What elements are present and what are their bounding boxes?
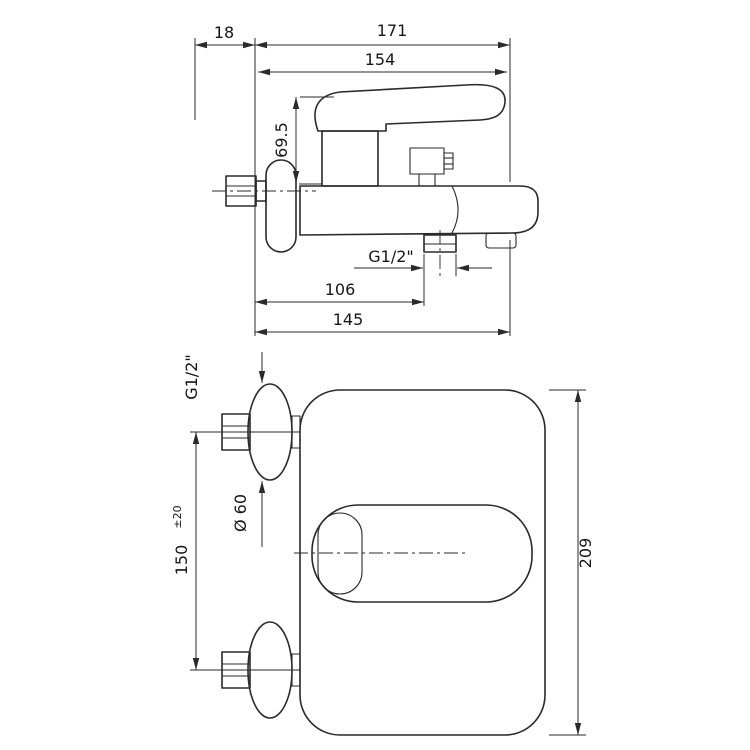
- side-cartridge: [321, 130, 379, 187]
- dim-inlet-tolerance: ±20: [171, 505, 184, 528]
- dim-inlet-thread: G1/2": [182, 354, 201, 400]
- front-handle: [311, 504, 533, 603]
- dim-handle-height: 69.5: [272, 122, 291, 158]
- dim-union-depth: 18: [214, 23, 234, 42]
- side-body-spout: [299, 185, 539, 236]
- dim-spout-reach: 154: [365, 50, 396, 69]
- side-diverter-knob: [443, 152, 454, 170]
- front-view: [221, 383, 546, 736]
- dim-flange-diameter: Ø 60: [231, 494, 250, 532]
- dim-overall-width: 209: [576, 538, 595, 569]
- front-body: [299, 389, 546, 736]
- dim-outlet-thread: G1/2": [368, 247, 414, 266]
- side-view: [212, 83, 539, 253]
- dim-aerator-reach: 145: [333, 310, 364, 329]
- side-dimensions: 18 171 154 69.5 G1/2" 106 145: [194, 21, 511, 336]
- side-escutcheon: [265, 159, 297, 253]
- side-aerator: [485, 232, 517, 249]
- side-diverter-stem: [418, 173, 436, 187]
- dim-inlet-spacing: 150: [172, 545, 191, 576]
- front-handle-hub: [317, 512, 363, 595]
- side-handle: [314, 83, 506, 132]
- front-dimensions: G1/2" 150 ±20 Ø 60 209: [171, 352, 595, 736]
- dim-outlet-offset: 106: [325, 280, 356, 299]
- dim-total-depth: 171: [377, 21, 408, 40]
- side-diverter: [409, 147, 445, 175]
